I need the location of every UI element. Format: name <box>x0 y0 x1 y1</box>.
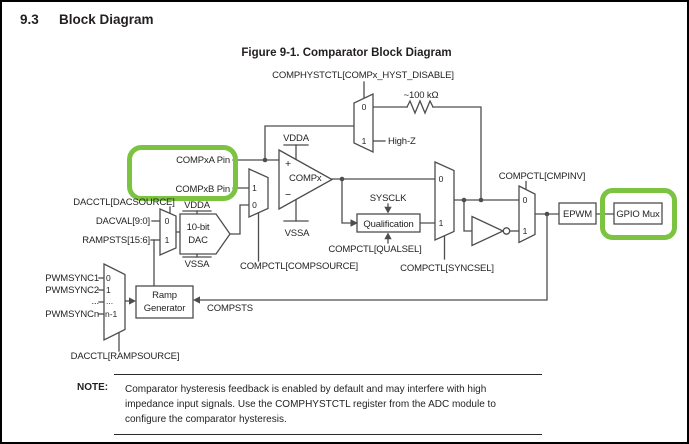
compsource-mux <box>248 167 269 219</box>
note-text: Comparator hysteresis feedback is enable… <box>125 382 545 427</box>
gpio-mux-box <box>613 202 663 225</box>
rampsource-mux-n1: n-1 <box>105 309 118 319</box>
cmpinv-mux-in0: 0 <box>523 195 528 205</box>
note-line: Comparator hysteresis feedback is enable… <box>125 384 487 395</box>
label-resistor: ~100 kΩ <box>404 90 439 101</box>
syncsel-mux <box>434 160 455 242</box>
highlight-gpio-mux <box>600 188 677 240</box>
hyst-mux-in0: 0 <box>362 102 367 112</box>
label-cmpinv: COMPCTL[CMPINV] <box>499 171 585 182</box>
note-line: impedance input signals. Use the COMPHYS… <box>125 399 496 410</box>
vssa-tap-comparator <box>283 198 309 222</box>
label-dacval: DACVAL[9:0] <box>96 216 150 227</box>
comparator-triangle <box>278 148 334 211</box>
dacsource-mux-in1: 1 <box>165 235 170 245</box>
rampsource-mux-dots: ... <box>106 296 113 306</box>
arrowheads <box>129 206 392 305</box>
note-line: configure the comparator hysteresis. <box>125 414 287 425</box>
arrow-sysclk <box>384 206 392 214</box>
section-title: Block Diagram <box>59 12 154 27</box>
label-pwmsync1: PWMSYNC1 <box>45 273 99 284</box>
label-compxa-pin: COMPxA Pin <box>176 155 230 166</box>
label-compx: COMPx <box>289 173 322 184</box>
compsts-feedback-wire <box>198 213 548 301</box>
epwm-box <box>558 202 597 225</box>
label-vdda-comp: VDDA <box>283 133 310 144</box>
label-sysclk: SYSCLK <box>370 193 407 204</box>
cmpinv-mux <box>518 184 536 244</box>
label-qualsel: COMPCTL[QUALSEL] <box>328 244 421 255</box>
label-compsts: COMPSTS <box>207 303 253 314</box>
junctions <box>262 157 550 217</box>
label-dacsource: DACCTL[DACSOURCE] <box>73 197 174 208</box>
label-epwm: EPWM <box>563 209 592 220</box>
label-vdda-dac: VDDA <box>184 200 211 211</box>
blocks <box>103 92 663 342</box>
rampsource-mux <box>103 262 126 342</box>
compsource-mux-in1: 1 <box>252 183 257 193</box>
label-vssa-dac: VSSA <box>185 259 211 270</box>
label-ramp-line2: Generator <box>144 303 185 314</box>
comparator-plus: + <box>285 158 291 170</box>
arrow-into-ramp-left <box>129 297 136 305</box>
label-hyst-control: COMPHYSTCTL[COMPx_HYST_DISABLE] <box>272 70 454 81</box>
vdda-tap-comparator <box>283 144 309 161</box>
label-compxb-pin: COMPxB Pin <box>176 184 230 195</box>
section-number: 9.3 <box>20 12 39 27</box>
resistor-symbol <box>406 99 434 115</box>
cmpinv-mux-in1: 1 <box>523 226 528 236</box>
inverter-bubble <box>502 227 511 235</box>
dacsource-mux-in0: 0 <box>165 216 170 226</box>
highlight-comp-pins <box>127 145 238 201</box>
hysteresis-mux <box>353 92 374 154</box>
wires <box>98 81 615 352</box>
comparator-minus: − <box>285 189 291 201</box>
label-dac-line1: 10-bit <box>187 222 210 233</box>
dac-block <box>179 213 231 255</box>
dacsource-mux <box>159 208 177 256</box>
label-ramp-line1: Ramp <box>152 290 177 301</box>
arrow-into-qualification <box>350 219 358 227</box>
inverter-triangle <box>471 215 505 247</box>
rampsource-mux-in0: 0 <box>106 273 111 283</box>
label-rampsts: RAMPSTS[15:6] <box>82 235 150 246</box>
label-vssa-comp: VSSA <box>285 228 311 239</box>
label-qualification: Qualification <box>363 219 413 230</box>
syncsel-mux-in0: 0 <box>439 174 444 184</box>
compsource-mux-in0: 0 <box>252 200 257 210</box>
figure-title: Figure 9-1. Comparator Block Diagram <box>241 47 452 59</box>
label-pwmsync-dots: ... <box>92 296 99 307</box>
note-rule-bottom <box>114 434 542 435</box>
label-high-z: High-Z <box>388 136 416 147</box>
label-rampsource: DACCTL[RAMPSOURCE] <box>71 351 180 362</box>
note-label: NOTE: <box>77 382 109 393</box>
label-syncsel: COMPCTL[SYNCSEL] <box>400 263 494 274</box>
hyst-mux-in1: 1 <box>362 136 367 146</box>
ramp-generator-box <box>135 285 194 319</box>
arrow-compsts <box>193 296 200 304</box>
label-gpio-mux: GPIO Mux <box>616 209 660 220</box>
note-rule-top <box>114 374 542 375</box>
arrow-qualsel <box>384 232 392 240</box>
label-pwmsyncn: PWMSYNCn <box>45 309 99 320</box>
rampsource-mux-in1: 1 <box>106 285 111 295</box>
syncsel-mux-in1: 1 <box>439 218 444 228</box>
label-dac-line2: DAC <box>188 235 208 246</box>
label-compsource: COMPCTL[COMPSOURCE] <box>240 261 358 272</box>
label-pwmsync2: PWMSYNC2 <box>45 285 99 296</box>
section-heading: 9.3 Block Diagram <box>20 12 154 27</box>
diagram-labels: COMPHYSTCTL[COMPx_HYST_DISABLE] 0 1 ~100… <box>45 70 660 362</box>
